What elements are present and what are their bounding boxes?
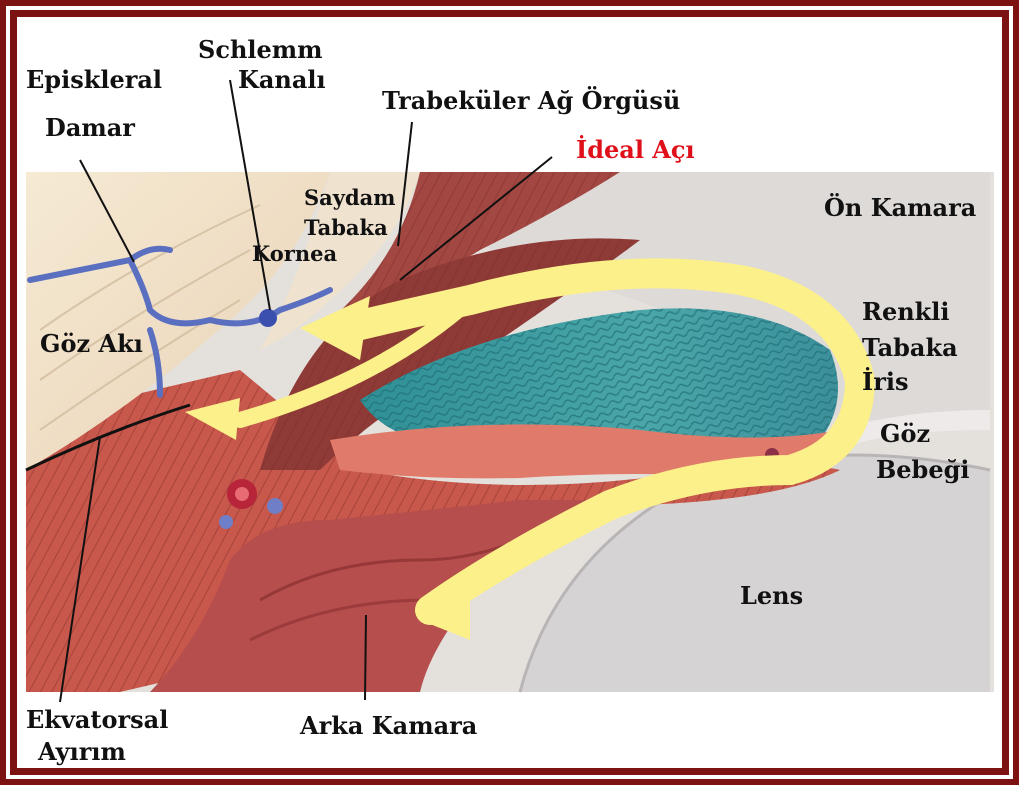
label-iris-line1: Renkli <box>862 298 950 326</box>
label-episcleral-line2: Damar <box>45 114 135 142</box>
label-anterior-chamber: Ön Kamara <box>824 194 976 222</box>
label-schlemm-line1: Schlemm <box>198 36 323 64</box>
label-transparent-line2: Tabaka <box>304 214 388 242</box>
label-equatorial-line2: Ayırım <box>38 738 126 766</box>
label-pupil-line1: Göz <box>880 420 930 448</box>
leader-posterior-chamber <box>365 615 366 700</box>
label-sclera: Göz Akı <box>40 330 143 358</box>
label-cornea: Kornea <box>252 240 337 268</box>
label-posterior-chamber: Arka Kamara <box>300 712 477 740</box>
label-equatorial-line1: Ekvatorsal <box>26 706 168 734</box>
label-pupil-line2: Bebeği <box>876 456 970 484</box>
label-transparent-line1: Saydam <box>304 184 396 212</box>
label-ideal-angle: İdeal Açı <box>576 136 695 164</box>
label-episcleral-line1: Episkleral <box>26 66 162 94</box>
label-trabecular: Trabeküler Ağ Örgüsü <box>382 87 680 115</box>
label-iris-line2: Tabaka <box>862 334 958 362</box>
label-schlemm-line2: Kanalı <box>238 66 326 94</box>
schlemm-canal-dot <box>259 309 277 327</box>
label-iris-line3: İris <box>862 368 909 396</box>
label-lens: Lens <box>740 582 803 610</box>
